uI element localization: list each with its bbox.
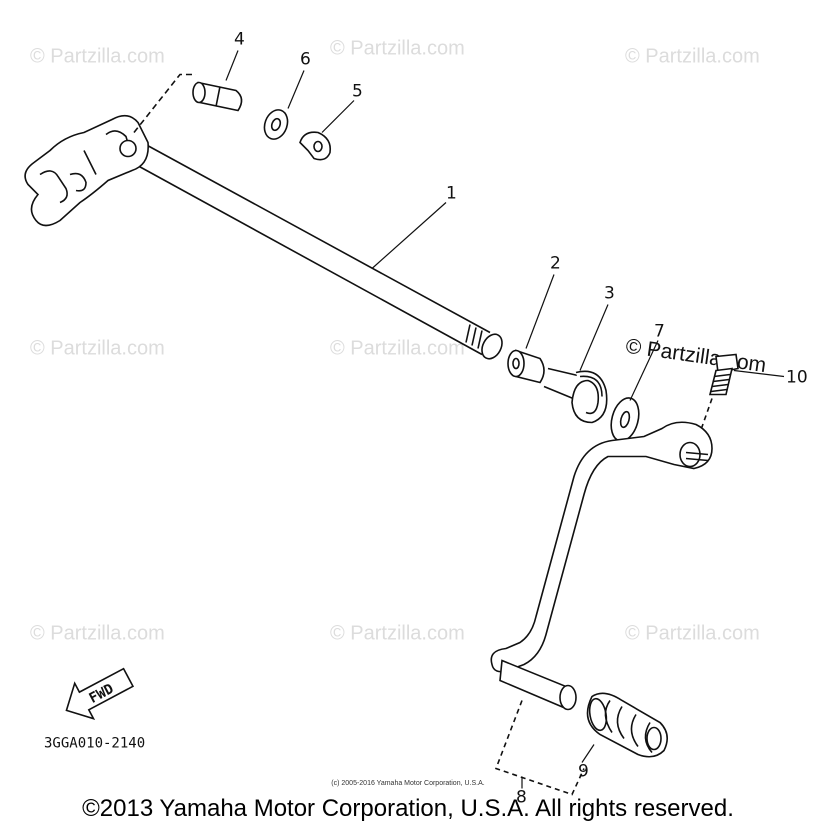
watermark-prominent: © Partzilla.com xyxy=(624,335,767,377)
part-code: 3GGA010-2140 xyxy=(44,736,145,752)
callout-6: 6 xyxy=(300,50,311,70)
pin-part-4 xyxy=(192,81,243,112)
main-copyright: ©2013 Yamaha Motor Corporation, U.S.A. A… xyxy=(82,795,734,822)
leader-lines xyxy=(225,50,785,789)
callout-3: 3 xyxy=(604,284,615,304)
callout-7: 7 xyxy=(654,322,665,342)
fwd-arrow: FWD xyxy=(65,667,135,720)
watermark-group: © Partzilla.com © Partzilla.com © Partzi… xyxy=(30,38,760,645)
watermark: © Partzilla.com xyxy=(330,38,465,60)
washer-part-6 xyxy=(263,109,289,140)
shift-shaft-part-1 xyxy=(24,73,503,360)
callout-1: 1 xyxy=(446,184,457,204)
watermark: © Partzilla.com xyxy=(625,623,760,645)
watermark: © Partzilla.com xyxy=(330,338,465,360)
circlip-part-5 xyxy=(299,131,332,161)
watermark: © Partzilla.com xyxy=(30,338,165,360)
collar-part-2 xyxy=(507,349,545,384)
callout-4: 4 xyxy=(234,30,245,50)
callout-9: 9 xyxy=(578,762,589,782)
small-copyright: (c) 2005-2016 Yamaha Motor Corporation, … xyxy=(331,780,485,787)
callouts: 4 6 5 1 2 3 7 10 8 9 xyxy=(234,30,808,808)
callout-8: 8 xyxy=(516,788,527,808)
callout-10: 10 xyxy=(786,368,808,388)
callout-2: 2 xyxy=(550,254,561,274)
shift-pedal-part-9 xyxy=(490,421,713,711)
watermark: © Partzilla.com xyxy=(30,46,165,68)
watermark: © Partzilla.com xyxy=(625,46,760,68)
watermark: © Partzilla.com xyxy=(30,623,165,645)
footpeg-rubber-part-8 xyxy=(586,692,668,758)
spring-part-3 xyxy=(543,367,608,424)
callout-5: 5 xyxy=(352,82,363,102)
bolt-part-10 xyxy=(699,353,739,433)
watermark: © Partzilla.com xyxy=(330,623,465,645)
